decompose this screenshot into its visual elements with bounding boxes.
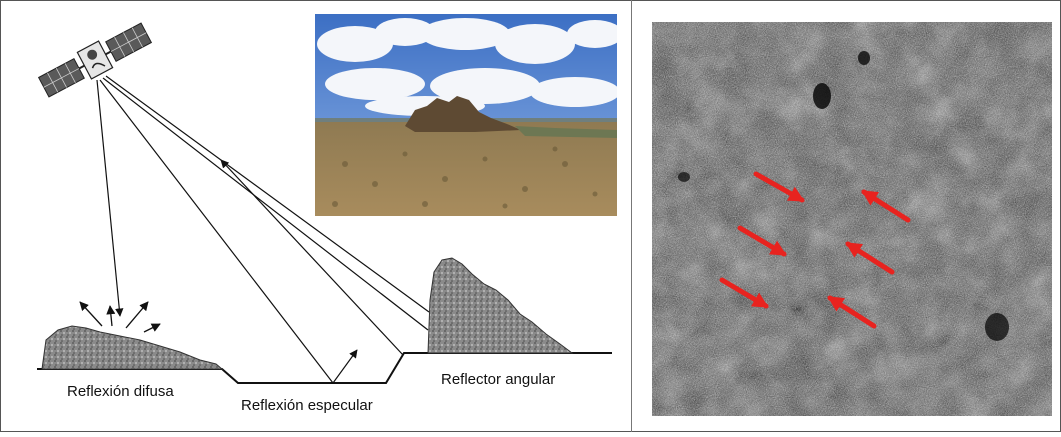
satellite-icon xyxy=(37,22,153,98)
rough-terrain xyxy=(41,325,224,370)
radar-beams xyxy=(96,75,430,384)
incident-beam-specular xyxy=(99,79,334,384)
panel-divider xyxy=(631,0,632,432)
incident-beam-corner-2 xyxy=(105,75,430,313)
reflection-diagram: Reflexión difusa Reflexión especular Ref… xyxy=(37,14,623,414)
label-specular-reflection: Reflexión especular xyxy=(241,397,373,414)
incident-beam-corner-1 xyxy=(102,77,429,331)
sar-panel xyxy=(632,0,1061,432)
diffuse-scatter-arrows xyxy=(79,301,161,333)
red-arrow-icon xyxy=(719,171,911,329)
rock-outcrop xyxy=(427,257,574,354)
label-corner-reflector: Reflector angular xyxy=(441,371,556,388)
diagram-svg xyxy=(37,22,612,384)
sar-image xyxy=(652,22,1052,416)
return-beam-corner xyxy=(220,159,404,356)
specular-reflection-arrow xyxy=(332,349,358,384)
label-diffuse-reflection: Reflexión difusa xyxy=(67,383,174,400)
landscape-photo xyxy=(315,14,623,216)
incident-beam-diffuse xyxy=(96,79,124,317)
